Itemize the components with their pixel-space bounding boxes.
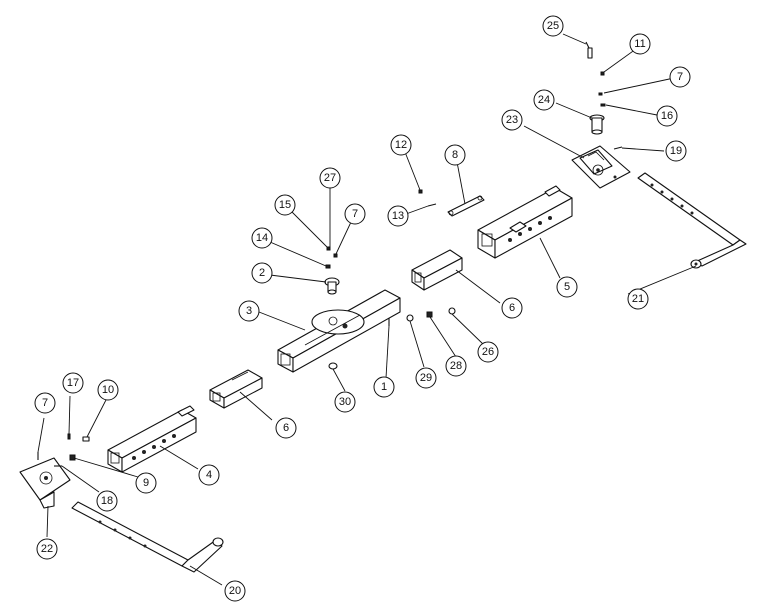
callout-6-upper: 6 <box>501 297 523 319</box>
callout-26: 26 <box>477 341 499 363</box>
svg-text:20: 20 <box>229 585 241 597</box>
svg-text:7: 7 <box>42 397 48 409</box>
svg-text:22: 22 <box>41 543 53 555</box>
callout-20: 20 <box>224 580 246 602</box>
callout-17: 17 <box>62 372 84 394</box>
svg-text:5: 5 <box>564 281 570 293</box>
callout-1: 1 <box>373 376 395 398</box>
svg-text:3: 3 <box>246 305 252 317</box>
svg-text:30: 30 <box>339 396 351 408</box>
callout-7-mid: 7 <box>344 203 366 225</box>
part-24-pin <box>589 114 605 135</box>
callout-4: 4 <box>198 464 220 486</box>
svg-text:28: 28 <box>450 360 462 372</box>
part-21-crank-upper <box>637 172 747 269</box>
callout-11: 11 <box>629 33 651 55</box>
callout-10: 10 <box>97 379 119 401</box>
callout-3: 3 <box>238 300 260 322</box>
callout-7-left: 7 <box>34 392 56 414</box>
svg-text:6: 6 <box>283 422 289 434</box>
svg-text:17: 17 <box>67 377 79 389</box>
part-22-clamp-lower <box>19 457 71 509</box>
callout-22: 22 <box>36 538 58 560</box>
part-20-crank-lower <box>71 501 224 573</box>
part-23-clamp-upper <box>571 145 631 189</box>
callout-15: 15 <box>274 194 296 216</box>
svg-text:19: 19 <box>670 145 682 157</box>
svg-text:8: 8 <box>452 149 458 161</box>
callout-21: 21 <box>627 288 649 310</box>
part-6-insert-upper <box>411 249 463 291</box>
svg-text:23: 23 <box>506 114 518 126</box>
leader-lines <box>37 33 697 586</box>
svg-text:14: 14 <box>256 232 268 244</box>
svg-text:24: 24 <box>538 94 550 106</box>
svg-text:21: 21 <box>632 293 644 305</box>
callout-16: 16 <box>656 105 678 127</box>
callout-23: 23 <box>501 109 523 131</box>
callout-25: 25 <box>542 15 564 37</box>
svg-text:4: 4 <box>206 469 212 481</box>
svg-text:7: 7 <box>677 71 683 83</box>
callout-18: 18 <box>96 490 118 512</box>
callout-30: 30 <box>334 391 356 413</box>
callout-6-lower: 6 <box>275 417 297 439</box>
svg-text:27: 27 <box>324 172 336 184</box>
callout-12: 12 <box>390 134 412 156</box>
callout-2: 2 <box>251 262 273 284</box>
callout-24: 24 <box>533 89 555 111</box>
part-2-knob <box>324 277 340 295</box>
svg-text:6: 6 <box>509 302 515 314</box>
part-5-tube-upper-right <box>477 185 573 259</box>
callout-28: 28 <box>445 355 467 377</box>
svg-text:10: 10 <box>102 384 114 396</box>
callout-13: 13 <box>387 205 409 227</box>
small-hardware <box>37 71 623 467</box>
svg-text:9: 9 <box>143 477 149 489</box>
callout-19: 19 <box>665 140 687 162</box>
callout-5: 5 <box>556 276 578 298</box>
callouts: 25 11 7 24 16 23 19 12 8 27 15 7 14 13 2… <box>34 15 691 602</box>
callout-14: 14 <box>251 227 273 249</box>
svg-text:18: 18 <box>101 495 113 507</box>
svg-text:2: 2 <box>259 267 265 279</box>
svg-text:26: 26 <box>482 346 494 358</box>
svg-text:25: 25 <box>547 20 559 32</box>
svg-text:29: 29 <box>420 372 432 384</box>
part-25-top-pin <box>585 41 593 59</box>
svg-text:15: 15 <box>279 199 291 211</box>
svg-text:7: 7 <box>352 208 358 220</box>
parts-drawing <box>19 33 747 586</box>
part-6-insert-lower <box>209 369 263 409</box>
callout-29: 29 <box>415 367 437 389</box>
part-4-tube-lower-left <box>107 405 197 473</box>
callout-9: 9 <box>135 472 157 494</box>
callout-27: 27 <box>319 167 341 189</box>
svg-text:16: 16 <box>661 110 673 122</box>
callout-8: 8 <box>444 144 466 166</box>
svg-text:11: 11 <box>634 38 645 50</box>
part-8-link-strap <box>447 195 485 217</box>
callout-7-top: 7 <box>669 66 691 88</box>
svg-text:12: 12 <box>395 139 407 151</box>
svg-text:1: 1 <box>381 381 387 393</box>
svg-text:13: 13 <box>392 210 404 222</box>
part-3-center-beam <box>277 289 401 373</box>
